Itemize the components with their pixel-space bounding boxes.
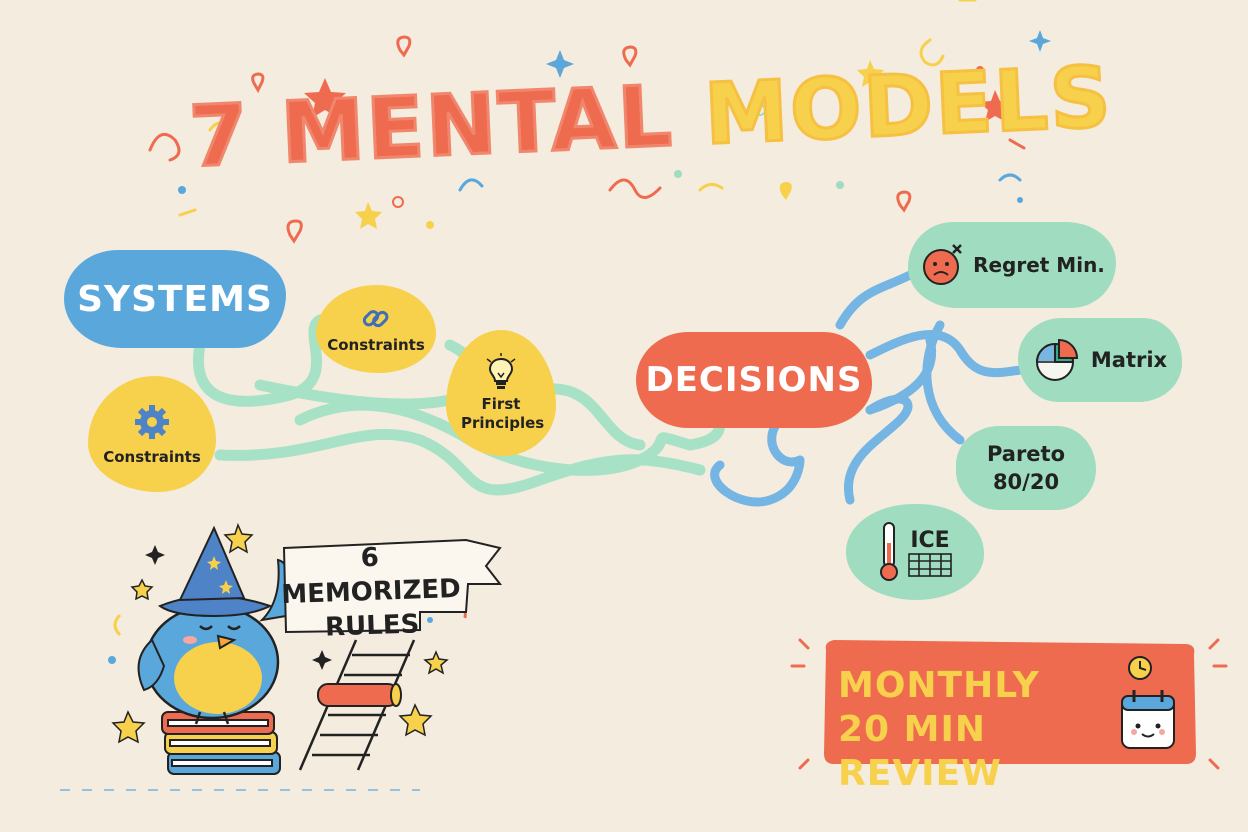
node-first-principles[interactable]: First Principles	[446, 330, 556, 456]
thermometer-icon	[880, 522, 898, 581]
node-label: Matrix	[1090, 348, 1168, 372]
grid-icon	[908, 552, 952, 577]
lightbulb-icon	[486, 353, 516, 389]
node-pareto[interactable]: Pareto 80/20	[956, 426, 1096, 510]
node-constraints-gear[interactable]: Constraints	[88, 376, 216, 492]
review-line2: 20 MIN REVIEW	[838, 709, 1002, 794]
systems-hub[interactable]: SYSTEMS	[64, 250, 286, 348]
banner-line1: 6 MEMORIZED	[280, 542, 462, 611]
node-ice[interactable]: ICE	[846, 504, 984, 600]
title-part2: MODELS	[701, 46, 1116, 165]
node-label: ICE	[910, 527, 950, 553]
decisions-label: DECISIONS	[645, 360, 863, 400]
systems-connectors	[193, 314, 726, 496]
node-matrix[interactable]: Matrix	[1018, 318, 1182, 402]
node-label: Constraints	[103, 448, 201, 466]
rules-banner: 6 MEMORIZED RULES	[275, 543, 468, 643]
banner-line2: RULES	[324, 609, 420, 643]
gear-icon	[135, 405, 169, 439]
review-line1: MONTHLY	[838, 665, 1040, 706]
sad-face-icon	[923, 244, 962, 285]
node-constraints-link[interactable]: Constraints	[316, 285, 436, 373]
title-part1: 7 MENTAL	[186, 65, 677, 187]
systems-label: SYSTEMS	[77, 278, 273, 320]
ice-stack: ICE	[908, 528, 952, 577]
pie-chart-icon	[1035, 338, 1078, 381]
link-icon	[362, 310, 389, 328]
node-label: Regret Min.	[973, 253, 1105, 277]
decisions-hub[interactable]: DECISIONS	[636, 332, 872, 428]
review-card[interactable]: MONTHLY 20 MIN REVIEW	[838, 664, 1138, 796]
node-regret-min[interactable]: Regret Min.	[908, 222, 1116, 308]
confetti	[148, 0, 1051, 244]
node-label: First Principles	[461, 395, 545, 432]
node-label: Constraints	[327, 336, 425, 354]
node-label: Pareto 80/20	[986, 442, 1066, 494]
